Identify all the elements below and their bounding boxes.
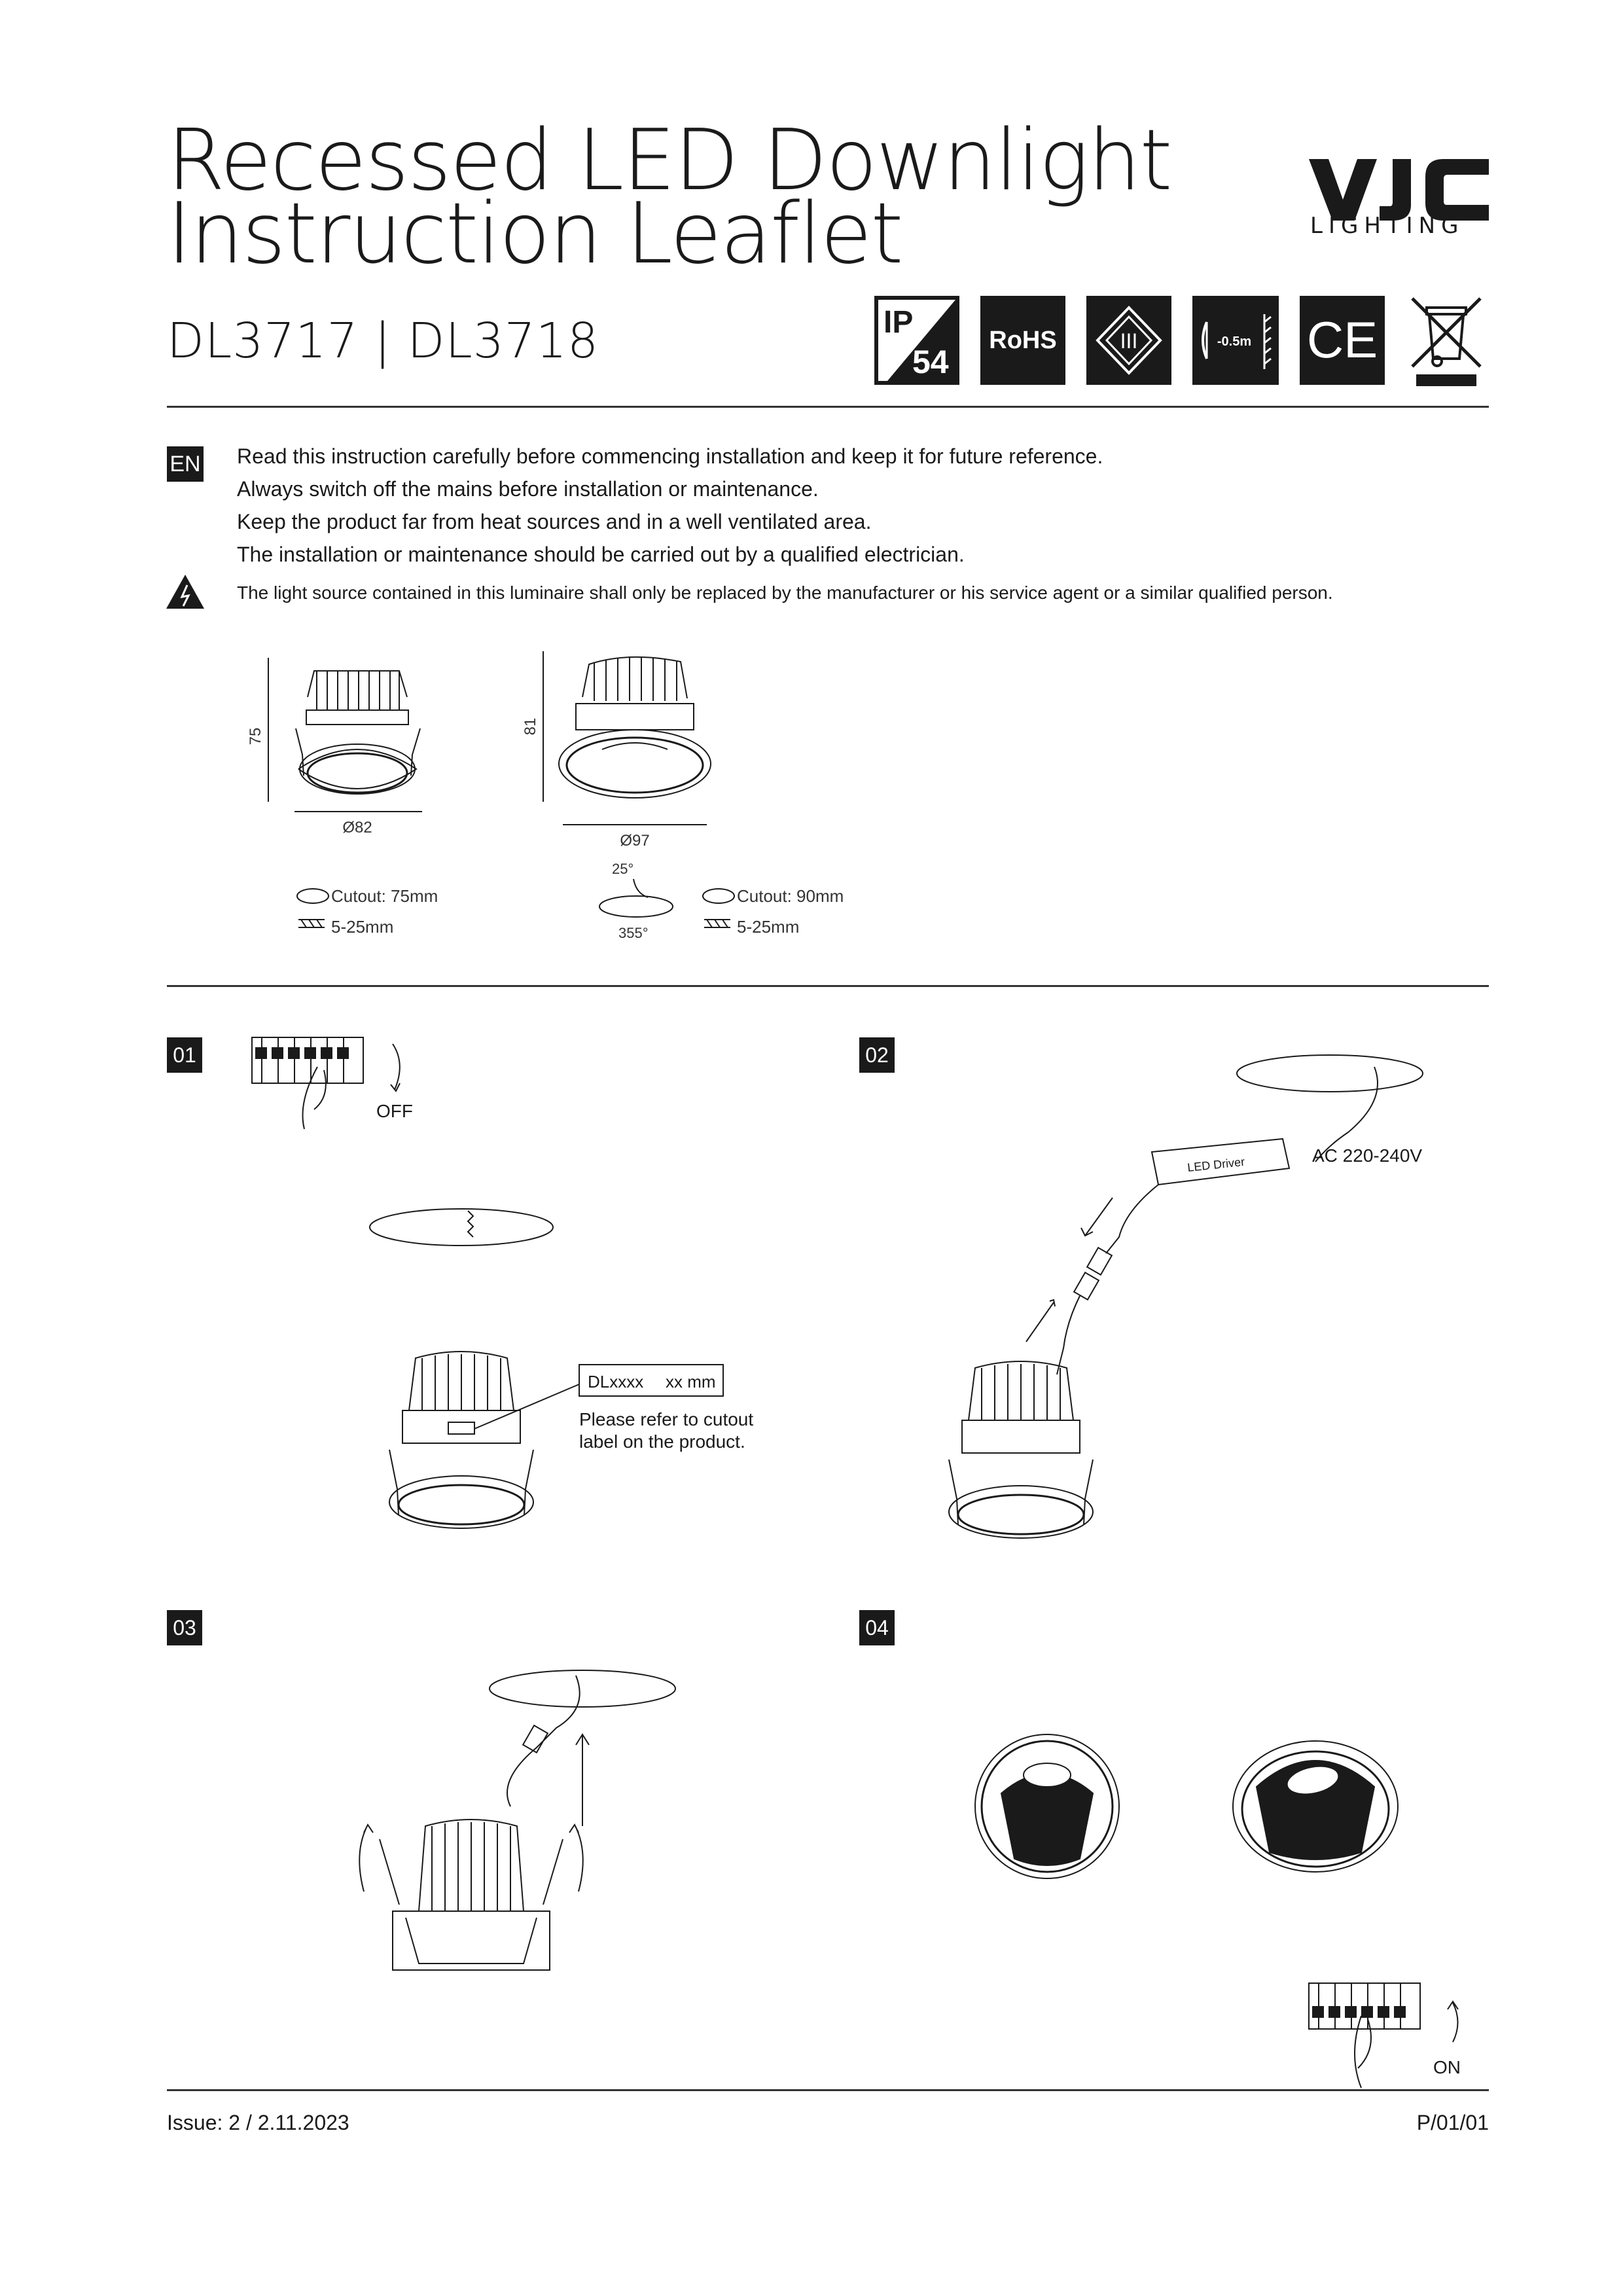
weee-bin-icon bbox=[1407, 293, 1486, 389]
min-distance-icon: -0.5m bbox=[1192, 296, 1279, 385]
installed-adjustable-downlight-icon bbox=[1232, 1740, 1399, 1873]
cutout-note-line-2: label on the product. bbox=[579, 1431, 745, 1452]
dl3717-diameter: Ø82 bbox=[342, 819, 372, 836]
vjc-logo bbox=[1309, 159, 1489, 221]
dl3718-height: 81 bbox=[522, 718, 539, 736]
step-4-illustration bbox=[974, 1734, 1399, 1879]
step-2-badge: 02 bbox=[859, 1037, 895, 1073]
breaker-off-icon bbox=[251, 1037, 401, 1130]
rotation-arrow-icon bbox=[599, 895, 673, 918]
dl3717-drawing bbox=[268, 658, 422, 812]
step-4-badge: 04 bbox=[859, 1610, 895, 1645]
step-3-badge: 03 bbox=[167, 1610, 202, 1645]
intro-line-2: Always switch off the mains before insta… bbox=[237, 477, 819, 501]
rohs-label: RoHS bbox=[989, 326, 1057, 354]
dl3718-cutout: Cutout: 90mm bbox=[737, 886, 844, 906]
dl3717-thickness: 5-25mm bbox=[331, 917, 393, 937]
downlight-icon bbox=[418, 1819, 524, 1912]
step-1-badge: 01 bbox=[167, 1037, 202, 1073]
ce-mark-icon: CE bbox=[1300, 296, 1385, 385]
tilt-angle: 25° bbox=[612, 861, 633, 877]
off-label: OFF bbox=[376, 1101, 413, 1121]
rotate-angle: 355° bbox=[618, 925, 649, 941]
class-label: III bbox=[1120, 329, 1138, 353]
language-badge: EN bbox=[167, 446, 204, 482]
ceiling-cutout-icon bbox=[489, 1670, 676, 1708]
document-title: Recessed LED Downlight Instruction Leafl… bbox=[167, 112, 1172, 283]
downlight-icon bbox=[968, 1361, 1074, 1421]
cutout-label-tail: xx mm bbox=[666, 1372, 716, 1391]
model-numbers: DL3717 | DL3718 bbox=[167, 313, 599, 369]
issue-date: Issue: 2 / 2.11.2023 bbox=[167, 2111, 349, 2134]
cutout-icon bbox=[702, 888, 735, 904]
cutout-icon bbox=[296, 888, 329, 904]
cutout-label-box: DLxxxx bbox=[588, 1372, 643, 1391]
intro-line-3: Keep the product far from heat sources a… bbox=[237, 510, 872, 533]
class-iii-icon: III bbox=[1086, 296, 1171, 385]
section-divider bbox=[167, 985, 1489, 987]
footer-divider bbox=[167, 2089, 1489, 2091]
title-line-1: Recessed LED Downlight bbox=[167, 112, 1172, 209]
header-divider bbox=[167, 406, 1489, 408]
step-3-illustration bbox=[359, 1670, 676, 1971]
dl3717-height: 75 bbox=[247, 728, 264, 745]
dl3718-drawing bbox=[543, 651, 711, 825]
ip54-icon: IP 54 bbox=[874, 296, 959, 385]
ceiling-cutout-icon bbox=[1236, 1054, 1423, 1092]
dl3718-diameter: Ø97 bbox=[620, 832, 649, 850]
driver-label: LED Driver bbox=[1186, 1155, 1245, 1174]
intro-text: Read this instruction carefully before c… bbox=[237, 440, 1103, 571]
downlight-icon bbox=[389, 1351, 724, 1529]
installed-fixed-downlight-icon bbox=[974, 1734, 1120, 1879]
ceiling-cutout-icon bbox=[369, 1208, 554, 1246]
step-1-illustration: OFF DLxxxx xx mm Please refer to cutout … bbox=[251, 1037, 753, 1529]
dl3718-thickness: 5-25mm bbox=[737, 917, 799, 937]
warning-text: The light source contained in this lumin… bbox=[237, 583, 1333, 603]
led-driver-icon bbox=[1150, 1138, 1291, 1186]
dl3717-cutout: Cutout: 75mm bbox=[331, 886, 438, 906]
electrical-warning-icon bbox=[166, 575, 204, 609]
brand-subtitle: LIGHTING bbox=[1310, 213, 1465, 239]
step-2-illustration: LED Driver AC 220-240V bbox=[948, 1054, 1423, 1539]
ce-label: CE bbox=[1307, 311, 1378, 368]
on-label: ON bbox=[1433, 2057, 1461, 2077]
breaker-on-icon: ON bbox=[1308, 1982, 1461, 2089]
intro-line-1: Read this instruction carefully before c… bbox=[237, 444, 1103, 468]
intro-line-4: The installation or maintenance should b… bbox=[237, 543, 965, 566]
cutout-note-line-1: Please refer to cutout bbox=[579, 1409, 753, 1429]
distance-label: -0.5m bbox=[1217, 334, 1251, 349]
ceiling-thickness-icon bbox=[298, 919, 325, 928]
tilt-arrow-icon bbox=[633, 878, 649, 898]
ip-label: IP bbox=[883, 305, 913, 340]
ip-rating: 54 bbox=[912, 344, 949, 380]
rohs-icon: RoHS bbox=[980, 296, 1065, 385]
dimension-drawings: 75 Ø82 81 Ø97 25° 355° Cutout: 75mm 5-25… bbox=[247, 651, 844, 941]
voltage-label: AC 220-240V bbox=[1312, 1145, 1422, 1166]
title-line-2: Instruction Leaflet bbox=[167, 185, 904, 283]
page-number: P/01/01 bbox=[1416, 2111, 1489, 2134]
ceiling-thickness-icon bbox=[704, 919, 730, 928]
